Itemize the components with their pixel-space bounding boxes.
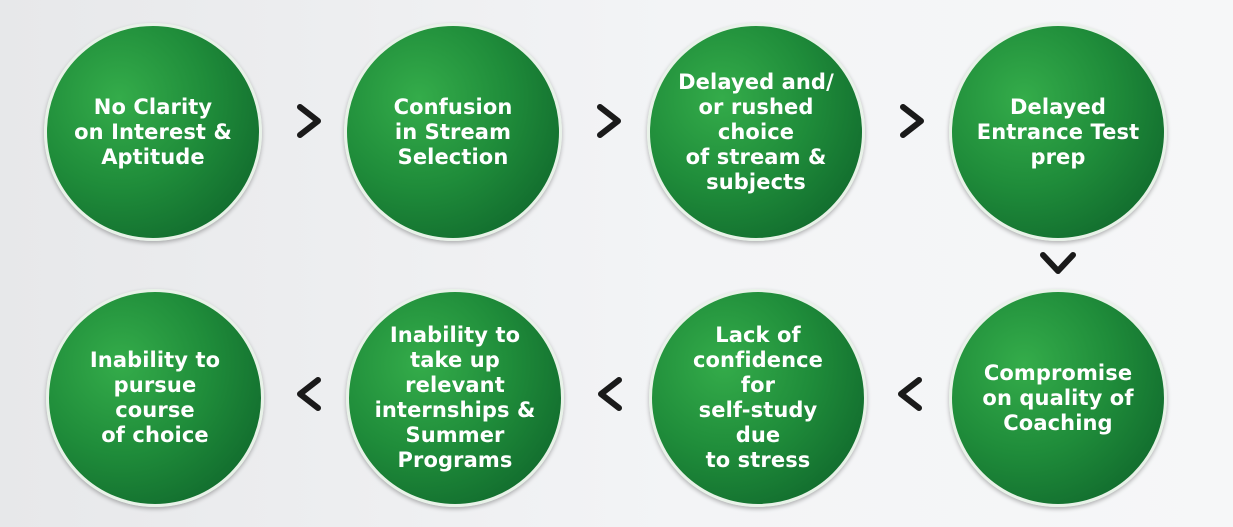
node-delayed-choice: Delayed and/ or rushed choice of stream … (647, 23, 865, 241)
chevron-left-icon (891, 374, 931, 414)
node-inability-internships: Inability to take up relevant internship… (346, 289, 564, 507)
node-label: Compromise on quality of Coaching (982, 360, 1134, 435)
chevron-left-icon (290, 374, 330, 414)
node-label: Inability to pursue course of choice (89, 348, 221, 447)
chevron-down-icon (1038, 243, 1078, 283)
node-label: Inability to take up relevant internship… (374, 323, 536, 472)
chevron-right-icon (288, 101, 328, 141)
node-lack-confidence: Lack of confidence for self-study due to… (649, 289, 867, 507)
node-delayed-entrance: Delayed Entrance Test prep (949, 23, 1167, 241)
node-confusion-stream: Confusion in Stream Selection (344, 23, 562, 241)
node-label: No Clarity on Interest & Aptitude (74, 94, 232, 169)
chevron-right-icon (588, 101, 628, 141)
node-label: Lack of confidence for self-study due to… (692, 323, 824, 472)
chevron-left-icon (591, 374, 631, 414)
node-label: Confusion in Stream Selection (393, 94, 513, 169)
node-no-clarity: No Clarity on Interest & Aptitude (44, 23, 262, 241)
node-compromise-coaching: Compromise on quality of Coaching (949, 289, 1167, 507)
node-label: Delayed Entrance Test prep (976, 94, 1140, 169)
node-label: Delayed and/ or rushed choice of stream … (678, 69, 834, 194)
node-inability-course: Inability to pursue course of choice (46, 289, 264, 507)
chevron-right-icon (891, 101, 931, 141)
